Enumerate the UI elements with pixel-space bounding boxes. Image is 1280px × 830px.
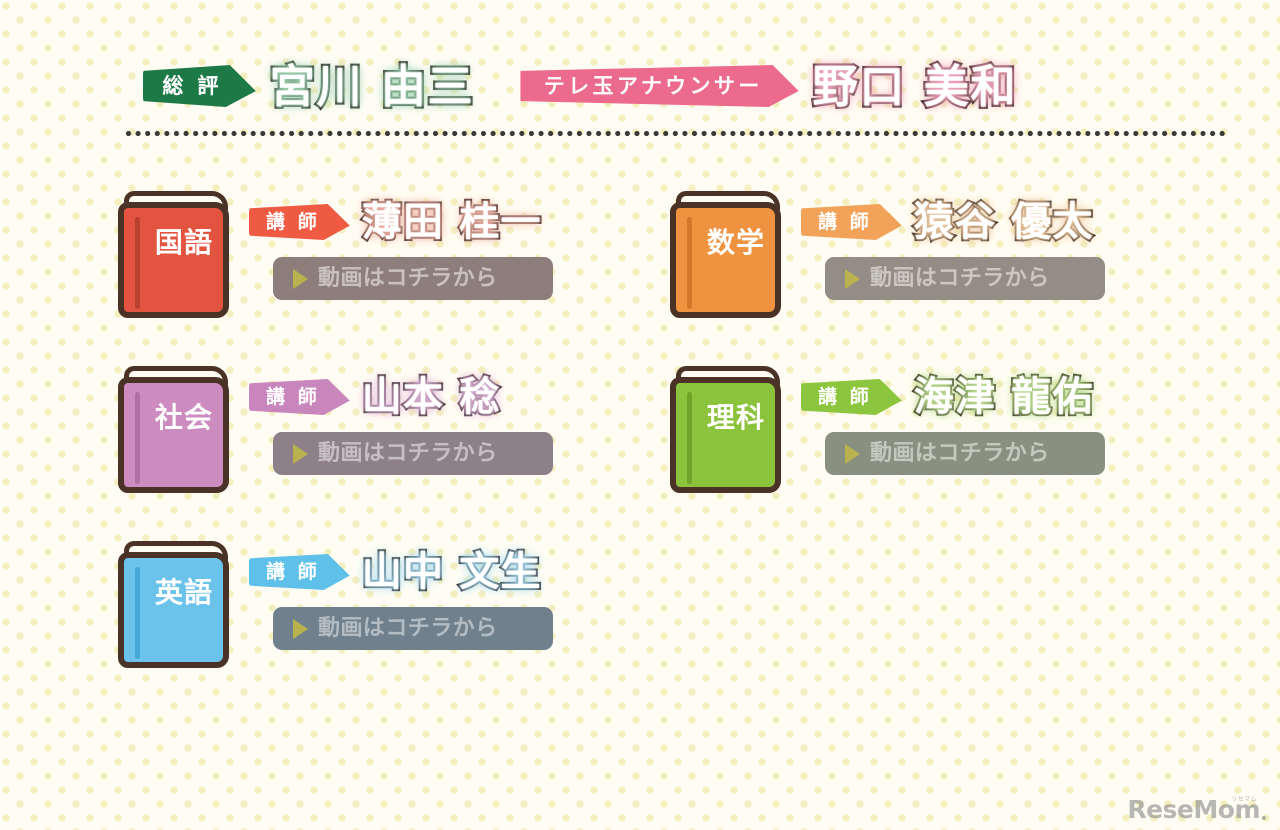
book-spine (135, 217, 140, 309)
video-link-button[interactable]: 動画はコチラから (273, 257, 553, 300)
video-link-button[interactable]: 動画はコチラから (273, 432, 553, 475)
book-spine (687, 217, 692, 309)
subject-grid: 国語 講 師 薄田 桂一 動画はコチラから (0, 186, 1280, 711)
teacher-name: 猿谷 優太 (912, 199, 1095, 245)
subject-card-rika: 理科 講 師 海津 龍佑 動画はコチラから (670, 361, 1150, 536)
teacher-row: 講 師 猿谷 優太 (801, 200, 1150, 244)
video-link-label: 動画はコチラから (318, 265, 498, 291)
teacher-tag: 講 師 (249, 204, 350, 240)
subject-label: 社会 (154, 401, 214, 434)
subject-card-empty (670, 536, 1150, 711)
video-link-button[interactable]: 動画はコチラから (825, 257, 1105, 300)
book-spine (687, 392, 692, 484)
book-icon: 社会 (118, 366, 233, 493)
teacher-name: 山本 稔 (360, 374, 502, 420)
header: 総 評 宮川 由三 テレ玉アナウンサー 野口 美和 (0, 54, 1280, 118)
subject-details: 講 師 山中 文生 動画はコチラから (249, 536, 670, 650)
teacher-name: 山中 文生 (360, 549, 543, 595)
subject-row: 国語 講 師 薄田 桂一 動画はコチラから (0, 186, 1280, 361)
teacher-name: 海津 龍佑 (912, 374, 1095, 420)
teacher-tag: 講 師 (249, 379, 350, 415)
teacher-tag: 講 師 (801, 379, 902, 415)
subject-details: 講 師 海津 龍佑 動画はコチラから (801, 361, 1150, 475)
subject-row: 社会 講 師 山本 稔 動画はコチラから (0, 361, 1280, 536)
subject-card-shakai: 社会 講 師 山本 稔 動画はコチラから (118, 361, 670, 536)
video-link-label: 動画はコチラから (870, 265, 1050, 291)
announcer-tag: テレ玉アナウンサー (520, 65, 798, 107)
play-triangle-icon (293, 443, 308, 464)
video-link-label: 動画はコチラから (870, 440, 1050, 466)
announcer-group: テレ玉アナウンサー 野口 美和 (520, 59, 1018, 113)
teacher-tag: 講 師 (801, 204, 902, 240)
subject-card-suugaku: 数学 講 師 猿谷 優太 動画はコチラから (670, 186, 1150, 361)
book-icon: 理科 (670, 366, 785, 493)
watermark-ruby: リセマム (1231, 796, 1257, 803)
teacher-tag: 講 師 (249, 554, 350, 590)
teacher-row: 講 師 山本 稔 (249, 375, 670, 419)
play-triangle-icon (845, 268, 860, 289)
video-link-label: 動画はコチラから (318, 615, 498, 641)
teacher-row: 講 師 海津 龍佑 (801, 375, 1150, 419)
book-icon: 英語 (118, 541, 233, 668)
overall-review-tag: 総 評 (143, 65, 256, 107)
subject-label: 理科 (706, 401, 766, 434)
subject-details: 講 師 薄田 桂一 動画はコチラから (249, 186, 670, 300)
play-triangle-icon (293, 268, 308, 289)
book-icon: 国語 (118, 191, 233, 318)
book-icon: 数学 (670, 191, 785, 318)
video-link-button[interactable]: 動画はコチラから (825, 432, 1105, 475)
book-spine (135, 567, 140, 659)
watermark-text: ReseMom (1127, 795, 1260, 824)
subject-label: 国語 (154, 226, 214, 259)
resemom-watermark: ReseMom リセマム (1127, 795, 1266, 824)
overall-review-group: 総 評 宮川 由三 (143, 59, 475, 113)
header-divider (126, 131, 1229, 136)
subject-label: 数学 (706, 226, 766, 259)
play-triangle-icon (845, 443, 860, 464)
teacher-row: 講 師 薄田 桂一 (249, 200, 670, 244)
teacher-name: 薄田 桂一 (360, 199, 543, 245)
video-link-button[interactable]: 動画はコチラから (273, 607, 553, 650)
play-triangle-icon (293, 618, 308, 639)
subject-row: 英語 講 師 山中 文生 動画はコチラから (0, 536, 1280, 711)
watermark-dot (1262, 816, 1266, 820)
teacher-row: 講 師 山中 文生 (249, 550, 670, 594)
book-spine (135, 392, 140, 484)
subject-label: 英語 (154, 576, 214, 609)
subject-card-eigo: 英語 講 師 山中 文生 動画はコチラから (118, 536, 670, 711)
overall-reviewer-name: 宮川 由三 (268, 59, 475, 113)
subject-details: 講 師 山本 稔 動画はコチラから (249, 361, 670, 475)
subject-details: 講 師 猿谷 優太 動画はコチラから (801, 186, 1150, 300)
announcer-name: 野口 美和 (810, 59, 1018, 113)
video-link-label: 動画はコチラから (318, 440, 498, 466)
subject-card-kokugo: 国語 講 師 薄田 桂一 動画はコチラから (118, 186, 670, 361)
